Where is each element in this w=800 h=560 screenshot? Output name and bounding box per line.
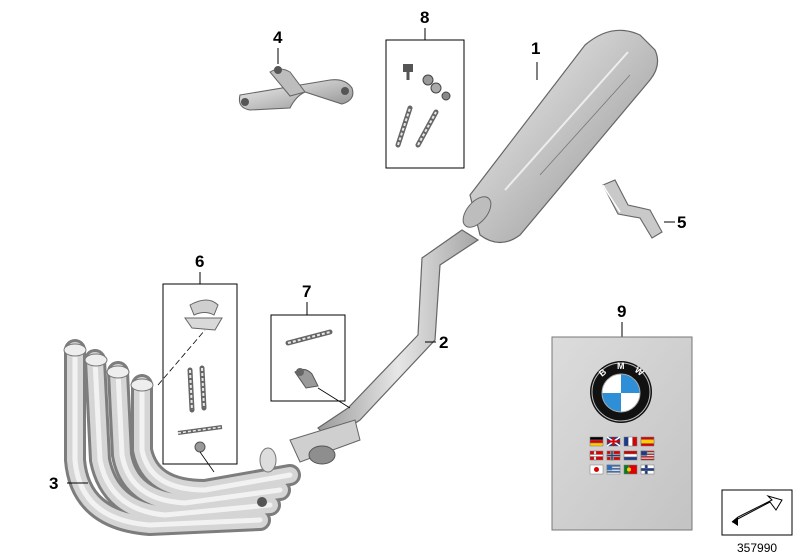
flag-icon-de: [589, 436, 604, 447]
silencer-part: [462, 29, 659, 244]
bracket-part: [238, 66, 354, 111]
flag-icon-es: [640, 436, 655, 447]
flag-icon-dk: [589, 450, 604, 461]
spring-kit-7: [270, 314, 351, 409]
orientation-symbol: [721, 489, 793, 536]
flag-icon-uk: [606, 436, 621, 447]
flag-icon-fi: [640, 464, 655, 475]
callout-3: 3: [49, 474, 59, 493]
flag-icon-no: [606, 450, 621, 461]
spring-kit-6: [157, 283, 238, 473]
manifold-part: [63, 339, 301, 537]
callout-5: 5: [677, 213, 687, 232]
callout-4: 4: [273, 28, 283, 47]
flag-icon-nl: [623, 450, 638, 461]
bmw-logo-icon: B M W: [590, 361, 652, 423]
flag-icon-jp: [589, 464, 604, 475]
language-flags: [589, 436, 655, 475]
reference-number: 357990: [737, 541, 778, 555]
clamp-part: [602, 179, 663, 239]
flag-icon-gr: [606, 464, 621, 475]
flag-icon-fr: [623, 436, 638, 447]
svg-text:M: M: [617, 361, 625, 371]
callout-9: 9: [617, 302, 627, 321]
callout-1: 1: [531, 39, 541, 58]
callout-2: 2: [439, 333, 449, 352]
booklet-part: [551, 322, 693, 531]
flag-icon-us: [640, 450, 655, 461]
flag-icon-pt: [623, 464, 638, 475]
link-pipe-part: [289, 229, 480, 465]
callout-7: 7: [302, 282, 312, 301]
callout-8: 8: [420, 8, 430, 27]
svg-text:B: B: [597, 366, 609, 378]
callout-6: 6: [195, 252, 205, 271]
hardware-kit-8: [385, 39, 465, 169]
